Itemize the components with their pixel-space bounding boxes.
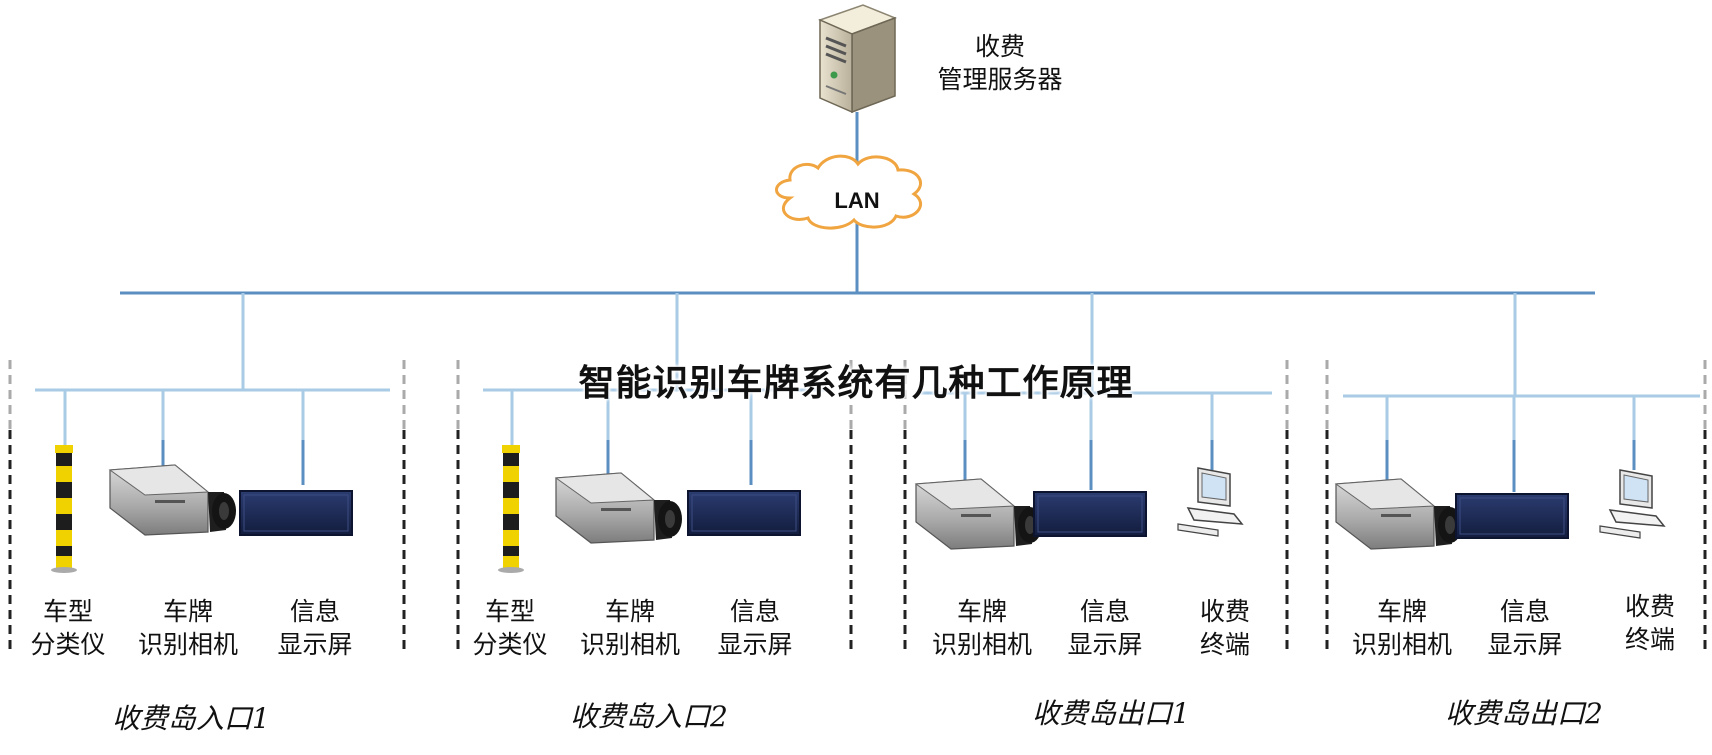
device-label-line1: 收费 — [1199, 597, 1250, 626]
device-label-line2: 显示屏 — [717, 630, 793, 659]
cloud-icon — [775, 154, 922, 230]
device-label: 车牌 识别相机 — [118, 595, 258, 661]
led-display-icon — [1033, 491, 1147, 537]
device-label-line1: 车型 — [484, 597, 535, 626]
device-label-line2: 终端 — [1199, 630, 1250, 659]
zone-label: 收费岛出口1 — [1032, 697, 1190, 730]
device-label: 车型 分类仪 — [460, 595, 560, 661]
zone-label: 收费岛出口2 — [1445, 697, 1603, 730]
server-tower-icon — [817, 4, 898, 114]
device-label-line1: 信息 — [1499, 597, 1550, 626]
device-label: 车牌 识别相机 — [560, 595, 700, 661]
device-label-line1: 车牌 — [1376, 597, 1427, 626]
box-camera-icon — [914, 478, 1042, 550]
device-label-line1: 收费 — [1624, 592, 1675, 621]
box-camera-icon — [108, 464, 236, 536]
led-display-icon — [1455, 493, 1569, 539]
page-title: 智能识别车牌系统有几种工作原理 — [578, 363, 1134, 404]
device-label-line2: 识别相机 — [931, 630, 1032, 659]
device-label-line2: 分类仪 — [472, 630, 548, 659]
led-display-icon — [687, 490, 801, 536]
device-label-line2: 显示屏 — [1487, 630, 1563, 659]
device-label-line2: 显示屏 — [1067, 630, 1143, 659]
device-label-line1: 车牌 — [604, 597, 655, 626]
device-label-line1: 车牌 — [956, 597, 1007, 626]
device-label-line2: 识别相机 — [579, 630, 680, 659]
box-camera-icon — [554, 472, 682, 544]
zone-label: 收费岛入口1 — [112, 702, 270, 735]
device-label-line2: 终端 — [1624, 625, 1675, 654]
device-label: 车型 分类仪 — [18, 595, 118, 661]
zone-label: 收费岛入口2 — [570, 700, 728, 733]
device-label-line1: 车牌 — [162, 597, 213, 626]
computer-terminal-icon — [1599, 469, 1666, 539]
lan-label: LAN — [834, 188, 880, 213]
device-label: 收费 终端 — [1175, 595, 1275, 661]
device-label-line2: 分类仪 — [30, 630, 106, 659]
server-label-line2: 管理服务器 — [937, 65, 1063, 94]
zone-separators — [8, 360, 1707, 650]
device-label: 信息 显示屏 — [1470, 595, 1580, 661]
device-label: 收费 终端 — [1600, 590, 1700, 656]
zone-drops — [241, 293, 1517, 396]
box-camera-icon — [1334, 478, 1462, 550]
server-label-line1: 收费 — [974, 32, 1025, 61]
server-label: 收费 管理服务器 — [920, 30, 1080, 96]
device-label-line1: 信息 — [289, 597, 340, 626]
vehicle-classifier-pole-icon — [51, 445, 77, 573]
vehicle-classifier-pole-icon — [498, 445, 524, 573]
device-label: 车牌 识别相机 — [912, 595, 1052, 661]
device-label-line1: 信息 — [729, 597, 780, 626]
device-label: 车牌 识别相机 — [1332, 595, 1472, 661]
device-label: 信息 显示屏 — [700, 595, 810, 661]
device-label-line2: 识别相机 — [1351, 630, 1452, 659]
device-label-line2: 识别相机 — [137, 630, 238, 659]
device-label-line1: 车型 — [42, 597, 93, 626]
device-label-line2: 显示屏 — [277, 630, 353, 659]
device-label: 信息 显示屏 — [260, 595, 370, 661]
led-display-icon — [239, 490, 353, 536]
computer-terminal-icon — [1177, 467, 1244, 537]
device-label: 信息 显示屏 — [1050, 595, 1160, 661]
device-label-line1: 信息 — [1079, 597, 1130, 626]
device-drop-tips — [161, 440, 1636, 492]
